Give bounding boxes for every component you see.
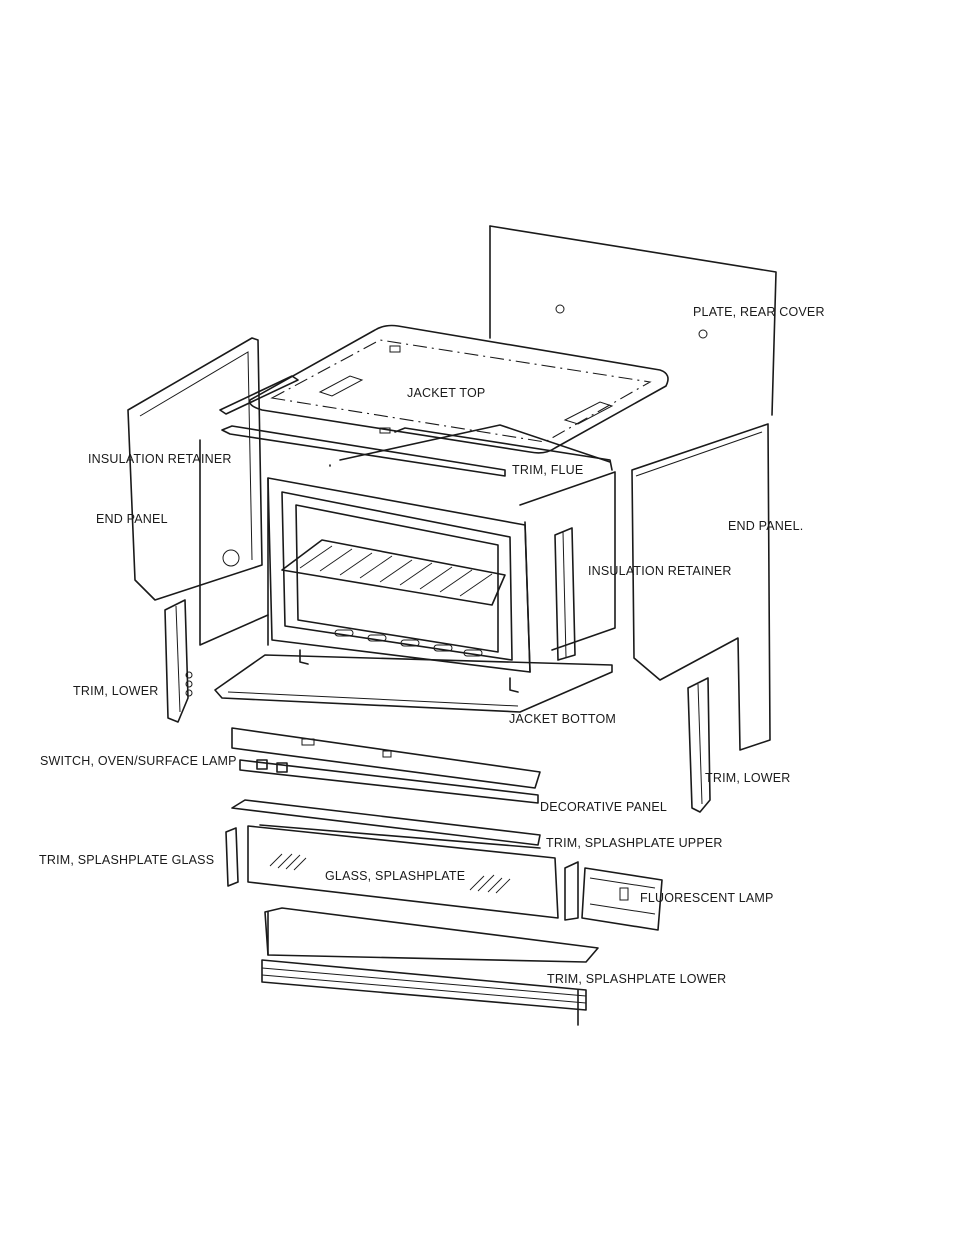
switch-icon xyxy=(257,760,267,769)
decorative-panel xyxy=(232,800,540,845)
rear-cover-hole-icon xyxy=(699,330,707,338)
label-trim-splashplate-lower: TRIM, SPLASHPLATE LOWER xyxy=(547,972,726,986)
end-panel-right xyxy=(632,424,770,750)
label-jacket-top: JACKET TOP xyxy=(407,386,485,400)
trim-splashplate-lower xyxy=(262,908,598,1025)
label-trim-splashplate-upper: TRIM, SPLASHPLATE UPPER xyxy=(546,836,723,850)
rear-cover-hole-icon xyxy=(556,305,564,313)
label-insulation-retainer-left: INSULATION RETAINER xyxy=(88,452,232,466)
control-panel xyxy=(232,728,540,803)
label-fluorescent-lamp: FLUORESCENT LAMP xyxy=(640,891,774,905)
jacket-bottom xyxy=(215,655,612,712)
label-trim-lower-left: TRIM, LOWER xyxy=(73,684,159,698)
label-glass-splashplate: GLASS, SPLASHPLATE xyxy=(325,869,465,883)
label-insulation-retainer-right: INSULATION RETAINER xyxy=(588,564,732,578)
label-jacket-bottom: JACKET BOTTOM xyxy=(509,712,616,726)
label-trim-splashplate-glass: TRIM, SPLASHPLATE GLASS xyxy=(39,853,214,867)
label-plate-rear-cover: PLATE, REAR COVER xyxy=(693,305,825,319)
plate-rear-cover xyxy=(490,226,776,415)
label-decorative-panel: DECORATIVE PANEL xyxy=(540,800,667,814)
insulation-retainer-right xyxy=(555,528,575,660)
label-end-panel-right: END PANEL. xyxy=(728,519,803,533)
label-trim-lower-right: TRIM, LOWER xyxy=(705,771,791,785)
label-end-panel-left: END PANEL xyxy=(96,512,168,526)
label-switch-oven-surface-lamp: SWITCH, OVEN/SURFACE LAMP xyxy=(40,754,237,768)
trim-lower-right xyxy=(688,678,710,812)
trim-lower-left xyxy=(165,600,192,722)
end-panel-left xyxy=(128,338,262,600)
trim-splashplate-glass xyxy=(226,828,238,886)
label-trim-flue: TRIM, FLUE xyxy=(512,463,583,477)
